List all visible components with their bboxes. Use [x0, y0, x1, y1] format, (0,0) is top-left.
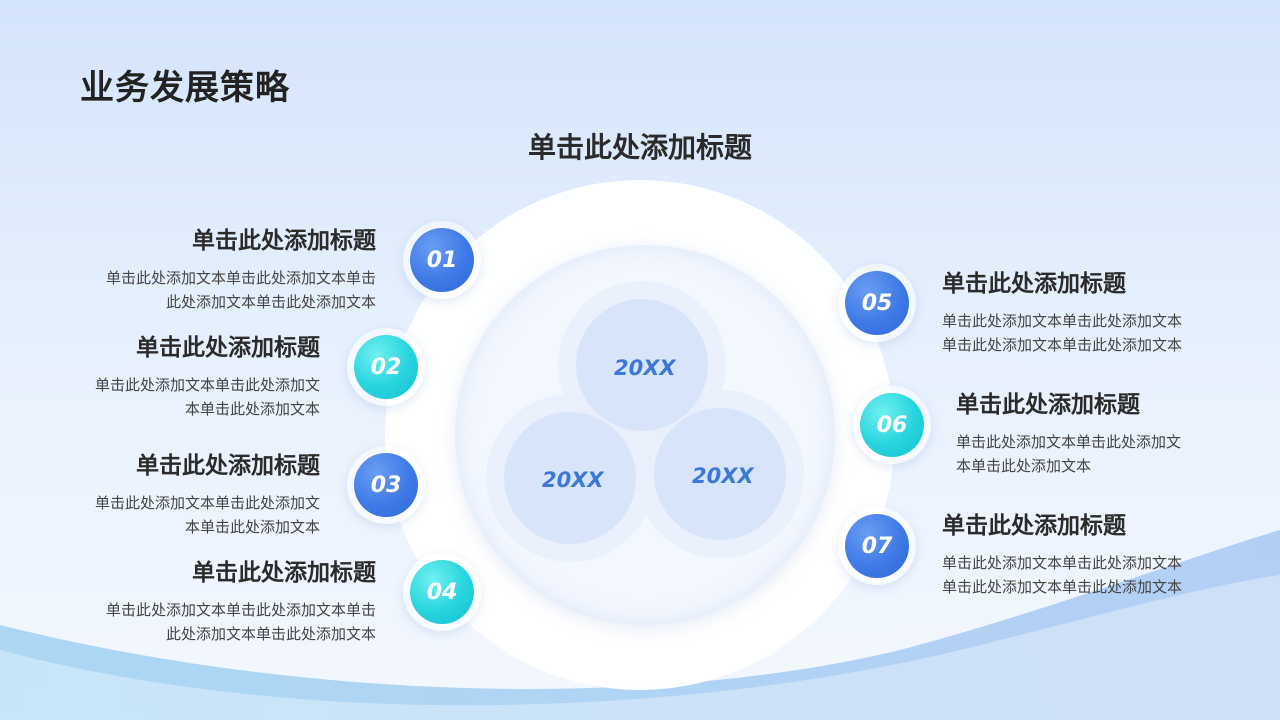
badge-01: 01	[403, 221, 481, 299]
item-title: 单击此处添加标题	[942, 513, 1126, 539]
section-title: 单击此处添加标题	[527, 131, 752, 164]
item-05: 单击此处添加标题 单击此处添加文本单击此处添加文本单击此处添加文本单击此处添加文…	[942, 271, 1183, 354]
badge-07: 07	[838, 507, 916, 585]
venn-label-top: 20XX	[614, 356, 676, 380]
item-title: 单击此处添加标题	[136, 453, 320, 479]
badge-05: 05	[838, 264, 916, 342]
venn-label-left: 20XX	[542, 468, 604, 492]
page-title: 业务发展策略	[80, 68, 290, 108]
badge-04: 04	[403, 553, 481, 631]
item-07: 单击此处添加标题 单击此处添加文本单击此处添加文本单击此处添加文本单击此处添加文…	[942, 513, 1183, 596]
item-06: 单击此处添加标题 单击此处添加文本单击此处添加文本单击此处添加文本	[956, 392, 1182, 475]
badge-03: 03	[347, 446, 425, 524]
badge-06: 06	[853, 386, 931, 464]
venn-label-right: 20XX	[692, 464, 754, 488]
item-04: 单击此处添加标题 单击此处添加文本单击此处添加文本单击此处添加文本单击此处添加文…	[105, 560, 376, 643]
item-title: 单击此处添加标题	[192, 560, 376, 586]
item-01: 单击此处添加标题 单击此处添加文本单击此处添加文本单击此处添加文本单击此处添加文…	[105, 228, 376, 311]
item-02: 单击此处添加标题 单击此处添加文本单击此处添加文本单击此处添加文本	[94, 335, 320, 418]
item-title: 单击此处添加标题	[192, 228, 376, 254]
item-title: 单击此处添加标题	[956, 392, 1140, 418]
item-title: 单击此处添加标题	[136, 335, 320, 361]
item-03: 单击此处添加标题 单击此处添加文本单击此处添加文本单击此处添加文本	[94, 453, 320, 536]
item-title: 单击此处添加标题	[942, 271, 1126, 297]
badge-02: 02	[347, 328, 425, 406]
